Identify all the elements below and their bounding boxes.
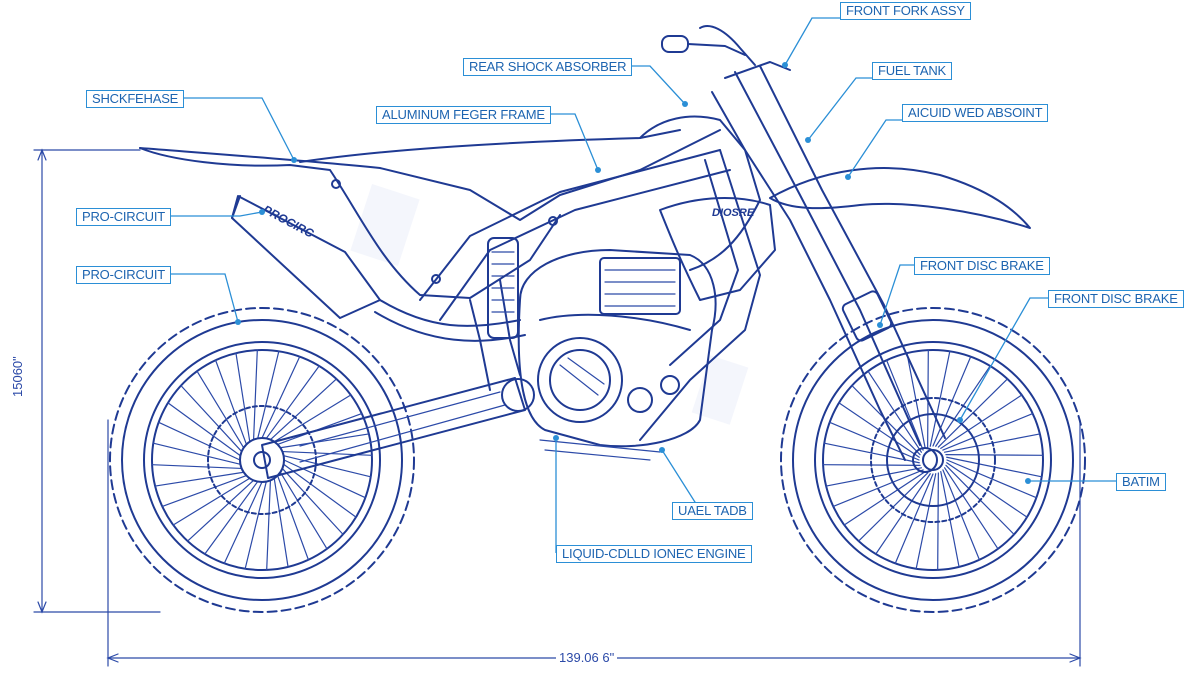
spoke [273,477,289,568]
label-front-disc-1: FRONT DISC BRAKE [914,257,1050,275]
handlebar [661,25,791,79]
spoke [265,365,320,440]
spoke [158,421,241,461]
spoke [161,474,248,507]
front-fork [711,65,946,473]
spoke [167,402,242,457]
label-battery: BATIM [1116,473,1166,491]
spoke [252,349,258,441]
spoke [282,455,372,478]
spoke [152,442,242,465]
seat-and-tank: DIOSRE [299,115,776,301]
engine [517,249,717,461]
muffler-decal: PROCIRC [261,202,317,240]
spoke [223,481,263,564]
label-subframe: SHCKFEHASE [86,90,185,108]
spoke [843,471,926,526]
label-exhaust-bottom: PRO-CIRCUIT [76,266,172,284]
spoke [180,385,243,453]
spoke [946,459,1037,499]
spoke [151,464,243,470]
spoke [279,433,370,449]
label-fuel-tank: FUEL TANK [872,62,953,80]
spoke [276,474,309,561]
label-exhaust-top: PRO-CIRCUIT [76,208,172,226]
tank-decal: DIOSRE [712,207,755,219]
spoke [867,370,922,453]
length-dimension-text: 139.06 6" [556,650,618,665]
label-front-fork: FRONT FORK ASSY [840,2,971,20]
label-engine: LIQUID-CDLLD IONEC ENGINE [556,545,752,563]
spoke [172,477,251,526]
spoke [269,378,337,441]
height-dimension-text: 15060" [10,353,25,400]
swingarm [261,377,535,479]
spoke [945,454,1044,456]
spoke [283,459,366,499]
height-dimension [33,148,161,614]
spoke [235,352,251,443]
spoke [257,350,280,440]
label-aluminum-frame: ALUMINUM FEGER FRAME [376,106,551,124]
spoke [273,394,352,443]
spoke [266,479,272,571]
rear-fender [139,129,721,299]
label-uael-tadb: UAEL TADB [672,502,753,520]
label-front-disc-2: FRONT DISC BRAKE [1048,290,1184,308]
label-rear-shock: REAR SHOCK ABSORBER [463,58,633,76]
spoke [196,370,245,449]
spoke [215,359,248,446]
spoke [279,471,328,550]
spoke [261,356,301,439]
leader-lines [158,17,1116,553]
rear-wheel [109,307,415,613]
spoke [281,467,344,535]
spoke [823,442,920,464]
spoke [187,479,255,542]
front-wheel [780,307,1086,613]
spoke [154,471,245,487]
front-fender [769,167,1031,229]
label-air-box: AICUID WED ABSOINT [902,104,1049,122]
spoke [204,480,259,555]
spoke [282,463,357,518]
spoke [244,480,267,570]
